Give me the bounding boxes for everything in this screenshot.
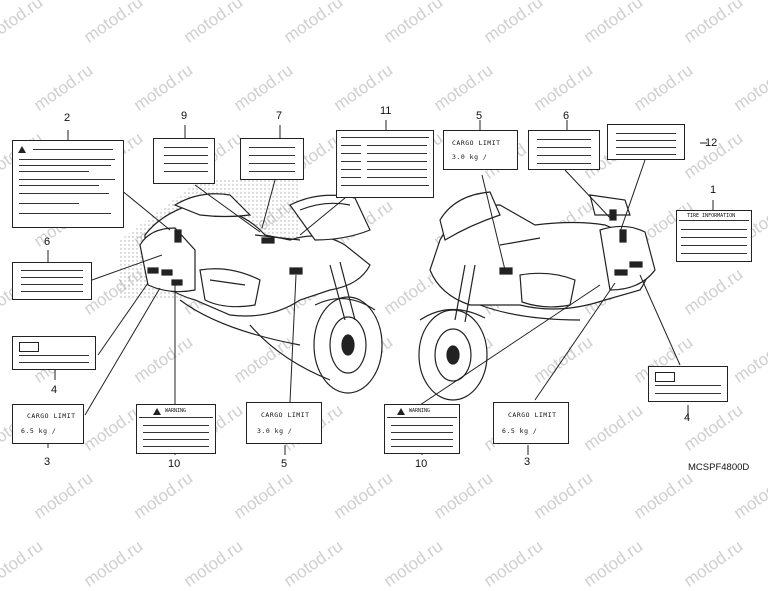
callout-9: 9 — [181, 110, 188, 122]
cargo-limit-value: 6.5 kg / — [21, 427, 57, 435]
label-3-right: CARGO LIMIT 6.5 kg / — [493, 402, 569, 444]
callout-5-bottom: 5 — [281, 458, 288, 470]
label-3-left: CARGO LIMIT 6.5 kg / — [12, 404, 84, 444]
warning-icon — [18, 146, 26, 153]
label-10-right: WARNING — [384, 404, 460, 454]
label-4-right — [648, 366, 728, 402]
warning-text: WARNING — [409, 408, 431, 414]
diagram-code: MCSPF4800D — [688, 462, 750, 473]
tag-icon — [19, 342, 39, 352]
label-12 — [607, 124, 685, 160]
label-9 — [153, 138, 215, 184]
cargo-limit-value: 6.5 kg / — [502, 427, 538, 435]
tag-icon — [655, 372, 675, 382]
cargo-limit-title: CARGO LIMIT — [27, 412, 76, 420]
callout-7: 7 — [276, 110, 283, 122]
warning-text: WARNING — [165, 408, 187, 414]
cargo-limit-title: CARGO LIMIT — [261, 411, 310, 419]
label-1: TIRE INFORMATION — [676, 210, 752, 262]
label-2 — [12, 140, 124, 228]
callout-6-top: 6 — [563, 110, 570, 122]
warning-icon — [397, 408, 405, 415]
label-5-top: CARGO LIMIT 3.0 kg / — [443, 130, 518, 170]
callout-5-top: 5 — [476, 110, 483, 122]
label-6-top — [528, 130, 600, 170]
callout-4-left: 4 — [51, 384, 58, 396]
label-7 — [240, 138, 304, 180]
motorcycle-illustration — [47, 120, 714, 455]
tire-info-title: TIRE INFORMATION — [687, 213, 736, 219]
callout-1: 1 — [710, 184, 717, 196]
label-5-bottom: CARGO LIMIT 3.0 kg / — [246, 402, 322, 444]
callout-12: 12 — [705, 137, 718, 149]
label-10-left: WARNING — [136, 404, 216, 454]
warning-icon — [153, 408, 161, 415]
callout-10-left: 10 — [168, 458, 181, 470]
callout-3-left: 3 — [44, 456, 51, 468]
callout-10-right: 10 — [415, 458, 428, 470]
cargo-limit-title: CARGO LIMIT — [508, 411, 557, 419]
cargo-limit-value: 3.0 kg / — [257, 427, 293, 435]
label-11 — [336, 130, 434, 198]
motorcycle-left — [120, 175, 383, 394]
cargo-limit-value: 3.0 kg / — [452, 153, 488, 161]
cargo-limit-title: CARGO LIMIT — [452, 139, 501, 147]
label-4-left — [12, 336, 96, 370]
motorcycle-right — [418, 191, 656, 401]
callout-3-right: 3 — [524, 456, 531, 468]
callout-2: 2 — [64, 112, 71, 124]
callout-6-left: 6 — [44, 236, 51, 248]
callout-11: 11 — [380, 105, 392, 117]
label-6-left — [12, 262, 92, 300]
callout-4-right: 4 — [684, 412, 691, 424]
